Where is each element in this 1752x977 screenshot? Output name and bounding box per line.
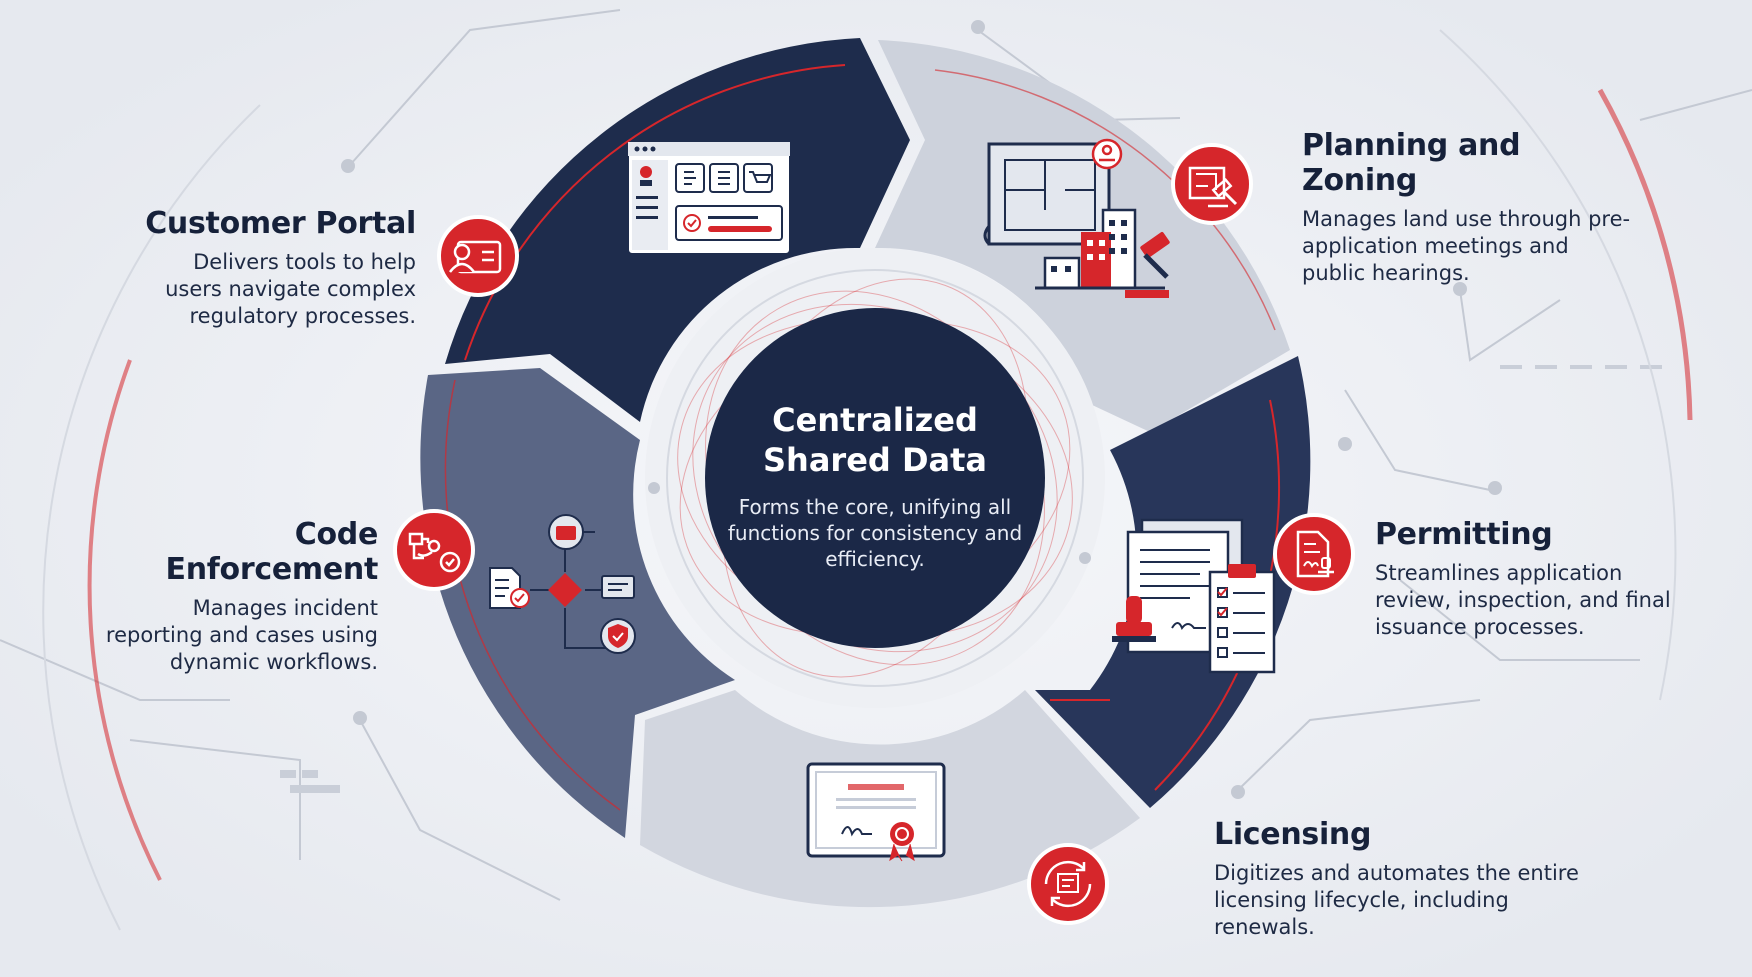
module-description: Delivers tools to help users navigate co…	[165, 250, 416, 328]
module-permitting: Permitting Streamlines application revie…	[1375, 517, 1695, 641]
module-description: Digitizes and automates the entire licen…	[1214, 861, 1579, 939]
segment-code-enforcement	[420, 368, 735, 838]
hub-title-line2: Shared Data	[763, 441, 987, 479]
module-licensing: Licensing Digitizes and automates the en…	[1214, 817, 1614, 941]
module-title: Planning and Zoning	[1302, 128, 1521, 198]
blueprint-gavel-icon	[1171, 143, 1253, 225]
module-title: Code Enforcement	[165, 517, 379, 587]
central-hub	[645, 248, 1105, 708]
document-stamp-icon	[1273, 513, 1355, 595]
module-title: Customer Portal	[145, 206, 416, 241]
module-code-enforcement: Code Enforcement Manages incident report…	[90, 517, 378, 676]
module-title: Permitting	[1375, 517, 1553, 552]
renewal-certificate-icon	[1027, 843, 1109, 925]
module-title: Licensing	[1214, 817, 1372, 852]
module-customer-portal: Customer Portal Delivers tools to help u…	[130, 206, 416, 330]
hub-title: Centralized Shared Data	[715, 400, 1035, 480]
module-description: Manages incident reporting and cases usi…	[105, 596, 378, 674]
background-circuit-lines	[0, 9, 1752, 901]
outer-decorative-arcs	[42, 29, 1693, 931]
workflow-shield-icon	[393, 509, 475, 591]
licensing-certificate-illustration	[806, 762, 946, 862]
central-hub-text: Centralized Shared Data Forms the core, …	[715, 400, 1035, 572]
permitting-documents-illustration	[1112, 518, 1276, 674]
user-id-card-icon	[437, 215, 519, 297]
module-description: Streamlines application review, inspecti…	[1375, 561, 1671, 639]
module-description: Manages land use through pre-application…	[1302, 207, 1631, 285]
planning-blueprint-illustration	[983, 138, 1170, 298]
portal-browser-illustration	[627, 141, 791, 255]
module-planning-and-zoning: Planning and Zoning Manages land use thr…	[1302, 128, 1632, 287]
hub-description: Forms the core, unifying all functions f…	[727, 495, 1023, 571]
hub-title-line1: Centralized	[772, 401, 978, 439]
